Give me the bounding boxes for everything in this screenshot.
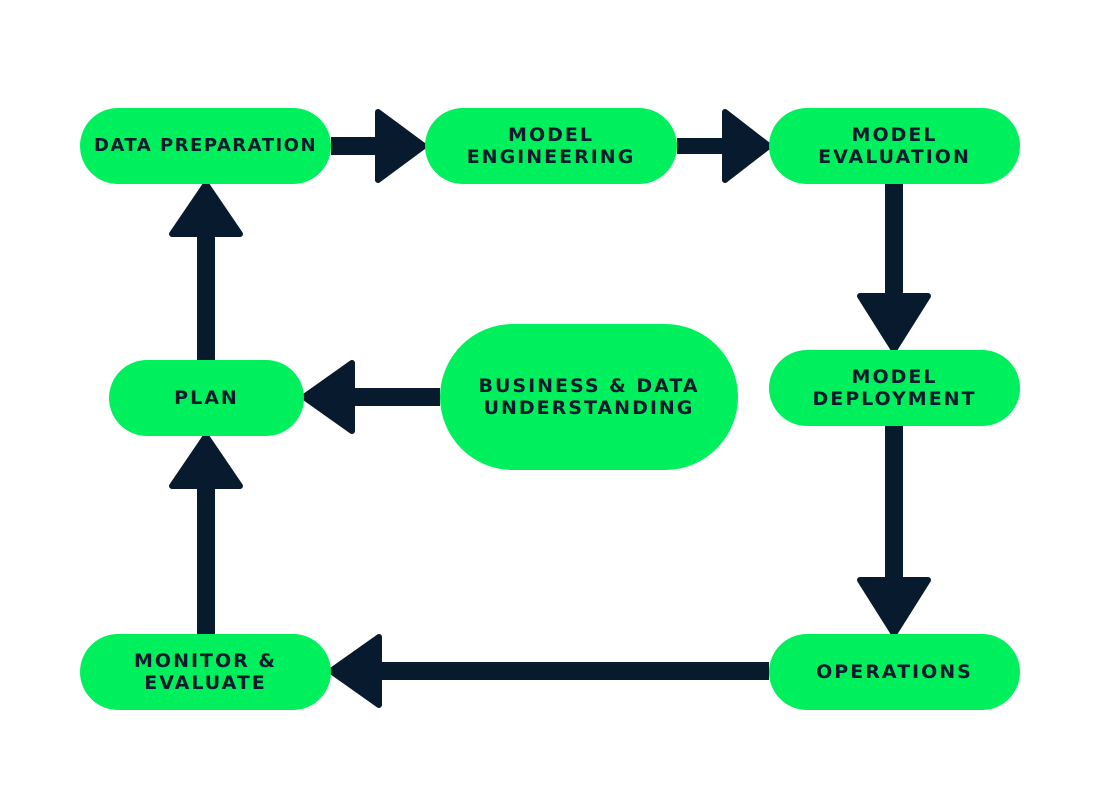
node-monitor-evaluate: MONITOR & EVALUATE	[80, 634, 331, 710]
node-model-deployment: MODEL DEPLOYMENT	[769, 350, 1020, 426]
node-plan: PLAN	[109, 360, 304, 436]
node-label-line1: PLAN	[174, 387, 239, 409]
arrow-head	[301, 360, 355, 434]
node-label-line2: ENGINEERING	[466, 146, 636, 168]
arrow-head	[328, 634, 382, 708]
arrow-head	[722, 109, 772, 183]
node-label-line1: MODEL	[851, 366, 938, 388]
arrow-head	[169, 181, 243, 237]
arrow-monitor_evaluate-to-plan	[169, 433, 243, 634]
node-label-line1: BUSINESS & DATA	[478, 375, 700, 397]
node-label-line2: UNDERSTANDING	[483, 397, 695, 419]
node-label-line1: OPERATIONS	[816, 661, 973, 683]
arrow-model_engineering-to-model_evaluation	[677, 109, 772, 183]
node-label-line2: DEPLOYMENT	[812, 388, 977, 410]
node-label-line1: DATA PREPARATION	[93, 135, 318, 156]
arrow-business_data_understanding-to-plan	[301, 360, 440, 434]
node-operations: OPERATIONS	[769, 634, 1020, 710]
node-label-line2: EVALUATION	[818, 146, 971, 168]
node-label-line1: MONITOR &	[134, 650, 277, 672]
arrow-head	[375, 109, 427, 183]
node-model-evaluation: MODEL EVALUATION	[769, 108, 1020, 184]
arrow-plan-to-data_preparation	[169, 181, 243, 360]
arrow-model_evaluation-to-model_deployment	[857, 184, 931, 353]
node-label-line2: EVALUATE	[144, 672, 267, 694]
arrow-model_deployment-to-operations	[857, 426, 931, 637]
arrow-head	[169, 433, 243, 489]
node-label-line1: MODEL	[851, 124, 938, 146]
node-data-preparation: DATA PREPARATION	[80, 108, 331, 184]
arrow-data_preparation-to-model_engineering	[331, 109, 427, 183]
arrow-head	[857, 577, 931, 637]
node-label-line1: MODEL	[508, 124, 594, 146]
arrow-head	[857, 293, 931, 353]
arrow-operations-to-monitor_evaluate	[328, 634, 769, 708]
node-model-engineering: MODEL ENGINEERING	[425, 108, 677, 184]
node-business-data-understanding: BUSINESS & DATA UNDERSTANDING	[440, 324, 738, 470]
